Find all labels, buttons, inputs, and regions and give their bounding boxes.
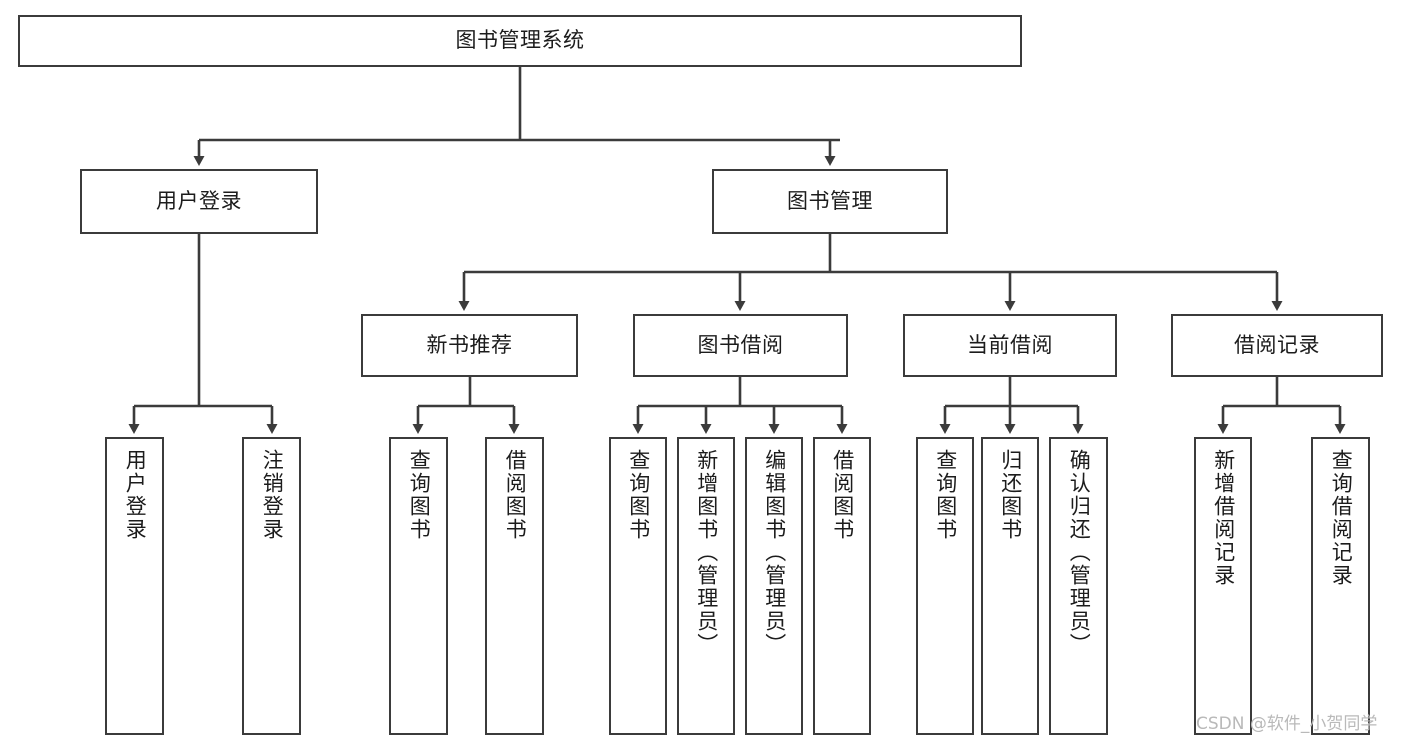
node-leaf-borrow-book-1-label: 借阅图书 [503,449,528,541]
node-leaf-confirm-return-label: 确认归还（管理员） [1067,449,1092,656]
node-book-borrow[interactable]: 图书借阅 [633,314,848,377]
node-leaf-user-logout[interactable]: 注销登录 [242,437,301,735]
node-current-borrow-label: 当前借阅 [967,332,1053,357]
node-leaf-add-record-label: 新增借阅记录 [1211,449,1236,587]
node-leaf-query-book-1-label: 查询图书 [407,449,432,541]
node-leaf-query-book-2[interactable]: 查询图书 [609,437,667,735]
node-root[interactable]: 图书管理系统 [18,15,1022,67]
node-current-borrow[interactable]: 当前借阅 [903,314,1117,377]
node-leaf-borrow-book-2-label: 借阅图书 [830,449,855,541]
node-leaf-query-record[interactable]: 查询借阅记录 [1311,437,1370,735]
node-leaf-edit-book[interactable]: 编辑图书（管理员） [745,437,803,735]
node-leaf-add-record[interactable]: 新增借阅记录 [1194,437,1252,735]
node-book-manage[interactable]: 图书管理 [712,169,948,234]
node-leaf-add-book-label: 新增图书（管理员） [694,449,719,656]
node-user-login-label: 用户登录 [156,188,242,213]
node-leaf-add-book[interactable]: 新增图书（管理员） [677,437,735,735]
node-root-label: 图书管理系统 [455,28,585,53]
node-book-borrow-label: 图书借阅 [697,332,784,357]
node-leaf-query-book-1[interactable]: 查询图书 [389,437,448,735]
node-leaf-edit-book-label: 编辑图书（管理员） [762,449,787,656]
node-leaf-user-logout-label: 注销登录 [260,449,285,541]
node-leaf-borrow-book-1[interactable]: 借阅图书 [485,437,544,735]
node-leaf-user-login-label: 用户登录 [123,449,148,541]
node-leaf-query-book-3-label: 查询图书 [933,449,958,541]
node-leaf-user-login[interactable]: 用户登录 [105,437,164,735]
node-new-book-recommend[interactable]: 新书推荐 [361,314,578,377]
node-leaf-return-book-label: 归还图书 [998,449,1023,541]
node-new-book-recommend-label: 新书推荐 [426,332,513,357]
node-user-login[interactable]: 用户登录 [80,169,318,234]
node-book-manage-label: 图书管理 [787,188,873,213]
node-leaf-query-book-3[interactable]: 查询图书 [916,437,974,735]
node-borrow-record-label: 借阅记录 [1234,332,1320,357]
watermark: CSDN @软件_小贺同学 [1196,714,1378,734]
node-leaf-query-book-2-label: 查询图书 [626,449,651,541]
node-leaf-query-record-label: 查询借阅记录 [1329,449,1354,587]
node-leaf-confirm-return[interactable]: 确认归还（管理员） [1049,437,1108,735]
node-leaf-return-book[interactable]: 归还图书 [981,437,1039,735]
node-leaf-borrow-book-2[interactable]: 借阅图书 [813,437,871,735]
node-borrow-record[interactable]: 借阅记录 [1171,314,1383,377]
